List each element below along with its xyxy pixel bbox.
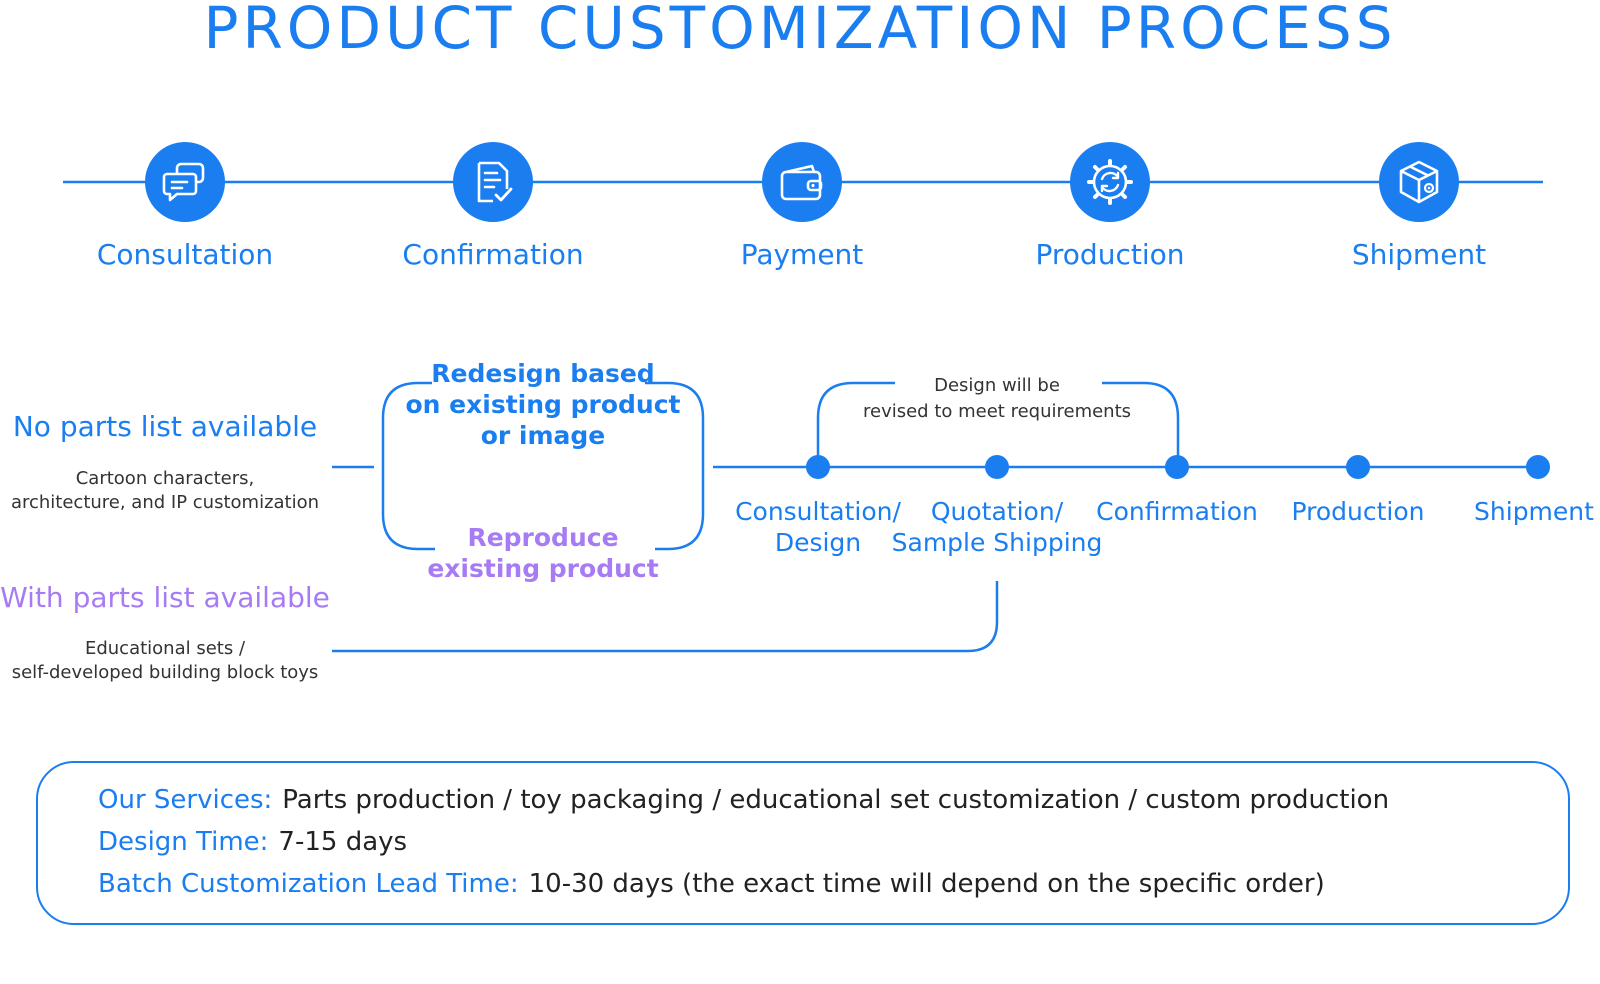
redesign-option-line: on existing product xyxy=(405,390,681,419)
step-label-shipment: Shipment xyxy=(1351,238,1487,271)
flow-node xyxy=(1526,455,1550,479)
package-box-icon xyxy=(1399,160,1439,204)
revision-note: Design will be revised to meet requireme… xyxy=(847,373,1147,425)
no-parts-description-line: architecture, and IP customization xyxy=(10,492,320,513)
option-bracket-top-left xyxy=(381,381,435,551)
flow-label-shipment: Shipment xyxy=(1474,497,1594,526)
document-check-icon xyxy=(477,161,513,203)
flow-label-line: Quotation/ xyxy=(930,497,1064,526)
lead-time-value: 10-30 days (the exact time will depend o… xyxy=(528,869,1325,899)
step-label-payment: Payment xyxy=(740,238,864,271)
lead-time-key: Batch Customization Lead Time: xyxy=(98,869,519,899)
wallet-icon xyxy=(780,164,823,201)
redesign-option: Redesign based on existing product or im… xyxy=(393,358,693,451)
services-key: Our Services: xyxy=(98,785,273,815)
info-row-lead-time: Batch Customization Lead Time: 10-30 days… xyxy=(98,869,1325,899)
with-parts-description-line: Educational sets / xyxy=(84,638,246,659)
step-icon-payment xyxy=(762,142,842,222)
revision-note-line: revised to meet requirements xyxy=(862,401,1132,422)
flow-node xyxy=(1346,455,1370,479)
with-parts-connector xyxy=(332,581,999,653)
chat-bubbles-icon xyxy=(162,162,205,202)
step-icon-shipment xyxy=(1379,142,1459,222)
design-time-key: Design Time: xyxy=(98,827,269,857)
step-label-confirmation: Confirmation xyxy=(402,238,584,271)
flow-label-quotation-sample: Quotation/ Sample Shipping xyxy=(877,496,1117,558)
with-parts-description-line: self-developed building block toys xyxy=(11,662,319,683)
reproduce-option-line: Reproduce xyxy=(467,523,619,552)
redesign-option-line: Redesign based xyxy=(431,359,655,388)
flow-label-confirmation: Confirmation xyxy=(1096,497,1258,526)
flow-label-consultation-design: Consultation/ Design xyxy=(708,496,928,558)
step-icon-production xyxy=(1070,142,1150,222)
info-row-services: Our Services: Parts production / toy pack… xyxy=(98,785,1389,815)
no-parts-description: Cartoon characters, architecture, and IP… xyxy=(0,467,330,515)
with-parts-description: Educational sets / self-developed buildi… xyxy=(0,637,330,685)
with-parts-heading: With parts list available xyxy=(0,581,330,614)
step-label-consultation: Consultation xyxy=(96,238,274,271)
info-panel: Our Services: Parts production / toy pack… xyxy=(36,761,1570,925)
flow-label-production: Production xyxy=(1291,497,1425,526)
flow-label-line: Sample Shipping xyxy=(891,528,1103,557)
no-parts-heading: No parts list available xyxy=(12,410,318,443)
page-title: PRODUCT CUSTOMIZATION PROCESS xyxy=(203,0,1397,62)
flow-node xyxy=(806,455,830,479)
redesign-option-line: or image xyxy=(480,421,606,450)
no-parts-description-line: Cartoon characters, xyxy=(75,468,255,489)
revision-loop xyxy=(816,381,1180,467)
revision-note-line: Design will be xyxy=(934,375,1060,396)
flow-node xyxy=(985,455,1009,479)
services-value: Parts production / toy packaging / educa… xyxy=(282,785,1390,815)
step-icon-confirmation xyxy=(453,142,533,222)
design-time-value: 7-15 days xyxy=(278,827,408,857)
flow-label-line: Consultation/ xyxy=(735,497,901,526)
gear-cycle-icon xyxy=(1087,159,1133,205)
reproduce-option-line: existing product xyxy=(427,554,659,583)
step-label-production: Production xyxy=(1035,238,1185,271)
flow-label-line: Design xyxy=(774,528,862,557)
reproduce-option: Reproduce existing product xyxy=(393,522,693,584)
flow-node xyxy=(1165,455,1189,479)
info-row-design-time: Design Time: 7-15 days xyxy=(98,827,407,857)
step-icon-consultation xyxy=(145,142,225,222)
option-bracket-right xyxy=(645,381,705,551)
